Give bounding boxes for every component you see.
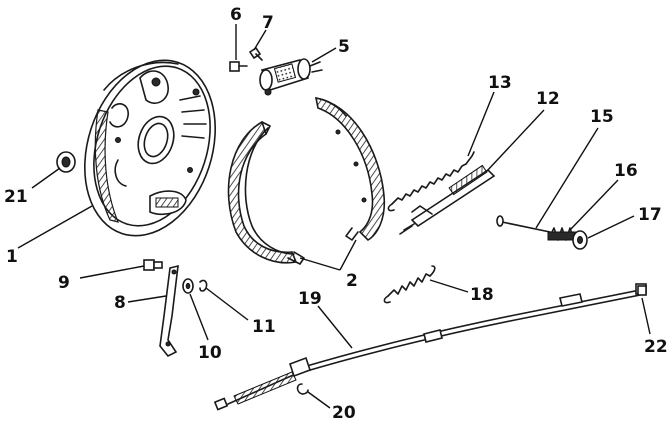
callout-20: 20 [332, 403, 356, 423]
leader-7 [253, 29, 267, 51]
callout-16: 16 [614, 161, 638, 181]
leader-15 [535, 127, 599, 229]
parking-brake-cable [213, 283, 647, 411]
callout-21: 21 [4, 187, 28, 207]
leader-11 [205, 287, 249, 321]
brake-shoe-front [227, 120, 305, 265]
spring-cap [572, 230, 588, 250]
leader-2a [299, 257, 341, 271]
leader-5 [311, 47, 337, 63]
callout-19: 19 [298, 289, 322, 309]
callout-9: 9 [58, 273, 70, 293]
callout-2: 2 [346, 271, 358, 291]
leader-18 [429, 279, 469, 293]
callout-12: 12 [536, 89, 560, 109]
leader-8 [127, 295, 167, 303]
callout-6: 6 [230, 5, 242, 25]
leader-1 [17, 205, 93, 249]
callout-13: 13 [488, 73, 512, 93]
callout-labels: 1 2 5 6 7 8 9 10 11 12 13 15 16 17 18 19… [4, 5, 668, 423]
cable-end-nipple [637, 285, 647, 296]
clip [199, 279, 208, 292]
leader-lines [17, 24, 651, 409]
hold-down-spring [547, 227, 577, 241]
adjuster-spring [383, 265, 436, 304]
callout-15: 15 [590, 107, 614, 127]
callout-10: 10 [198, 343, 222, 363]
callout-22: 22 [644, 337, 668, 357]
leader-13 [467, 91, 495, 157]
return-spring [387, 151, 475, 212]
bolt [229, 61, 248, 72]
brake-shoe-rear [314, 97, 386, 242]
callout-1: 1 [6, 247, 18, 267]
callout-18: 18 [470, 285, 494, 305]
bleeder-screw [248, 46, 263, 61]
callout-5: 5 [338, 37, 350, 57]
leader-17 [587, 215, 635, 239]
lever-bolt [143, 259, 163, 271]
leader-21 [31, 167, 61, 189]
strut-bar [399, 164, 496, 235]
backing-plate [84, 59, 216, 237]
leader-10 [189, 293, 209, 341]
callout-8: 8 [114, 293, 126, 313]
leader-12 [485, 109, 545, 173]
leader-20 [307, 391, 331, 409]
callout-7: 7 [262, 13, 274, 33]
washer [182, 278, 194, 294]
leader-19 [317, 305, 353, 349]
leader-16 [569, 179, 619, 231]
parking-brake-lever [159, 264, 179, 358]
leader-22 [641, 297, 651, 335]
leader-2b [339, 239, 357, 271]
hold-down-pin [496, 215, 551, 233]
callout-17: 17 [638, 205, 662, 225]
leader-9 [79, 265, 145, 279]
grommet [56, 151, 76, 173]
wheel-cylinder [259, 58, 323, 96]
cable-clip [296, 383, 309, 395]
callout-11: 11 [252, 317, 276, 337]
